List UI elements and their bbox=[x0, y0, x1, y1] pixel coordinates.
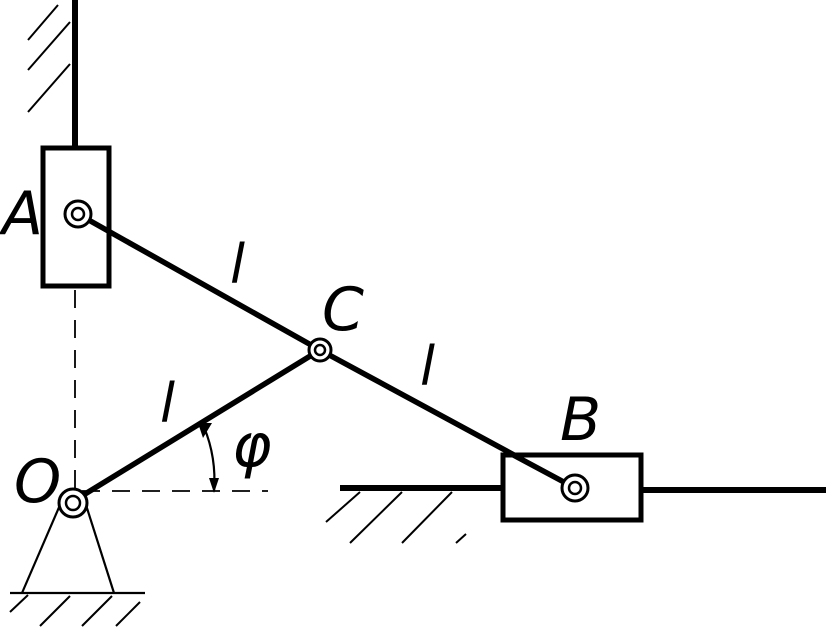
label-angle-phi: φ bbox=[232, 411, 272, 481]
joint-a bbox=[63, 199, 93, 229]
link-oc bbox=[69, 347, 323, 505]
label-length-oc: l bbox=[160, 372, 175, 435]
link-ac bbox=[75, 211, 323, 353]
floor-hatching bbox=[325, 491, 467, 544]
fixed-support-o bbox=[9, 504, 145, 627]
angle-arc bbox=[198, 423, 219, 493]
label-point-o: O bbox=[14, 447, 61, 517]
label-length-cb: l bbox=[420, 335, 435, 398]
angle-arrowhead-bottom bbox=[209, 478, 219, 493]
label-point-a: A bbox=[0, 179, 43, 249]
joint-o bbox=[57, 487, 89, 519]
horizontal-guide bbox=[325, 485, 826, 544]
vertical-wall-hatching bbox=[27, 4, 71, 113]
label-point-c: C bbox=[322, 275, 364, 345]
joint-c bbox=[307, 337, 333, 363]
label-length-ac: l bbox=[230, 233, 245, 296]
joint-b bbox=[560, 473, 590, 503]
label-point-b: B bbox=[560, 385, 601, 455]
angle-arrowhead-top bbox=[198, 423, 212, 438]
vertical-guide bbox=[27, 0, 78, 488]
support-hatching bbox=[9, 594, 141, 627]
